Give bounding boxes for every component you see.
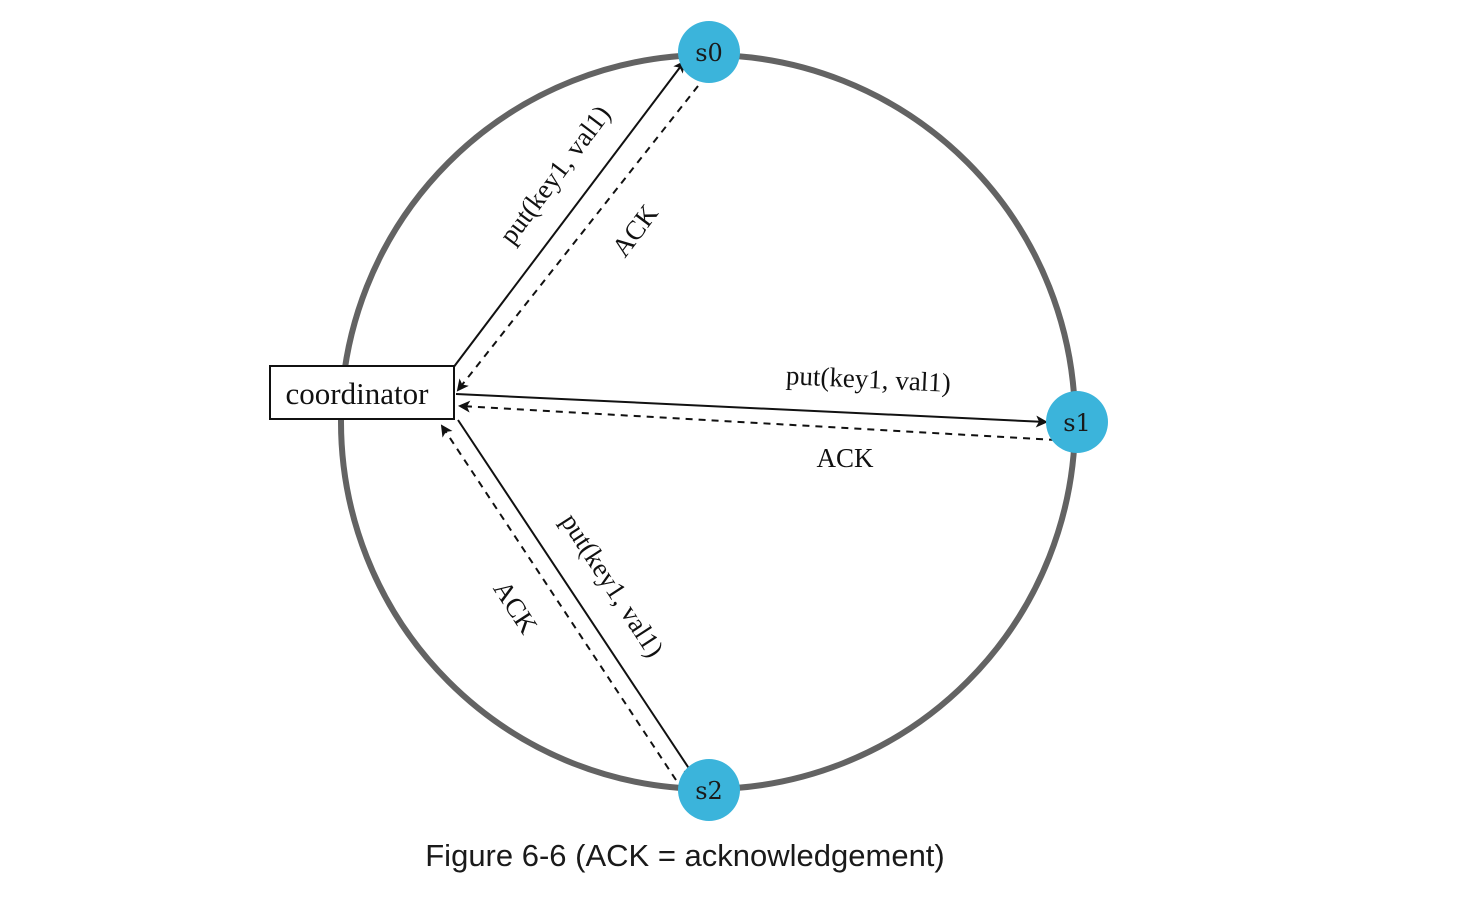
edge-label-ack-s0: ACK	[606, 198, 665, 262]
edge-ack-s1	[458, 400, 1057, 441]
server-label-s1: s1	[1063, 409, 1091, 437]
server-label-s0: s0	[695, 39, 723, 67]
server-node-s0: s0	[678, 21, 740, 83]
hash-ring	[338, 52, 1078, 792]
coordinator-box	[269, 365, 455, 420]
edge-put-s1	[455, 393, 1048, 428]
edge-label-put-s2: put(key1, val1)	[555, 508, 670, 663]
edge-put-s2	[457, 419, 696, 778]
edge-label-put-s1: put(key1, val1)	[785, 360, 951, 398]
server-node-s1: s1	[1046, 391, 1108, 453]
edge-label-ack-s1: ACK	[816, 443, 874, 473]
server-node-s2: s2	[678, 759, 740, 821]
coordinator-label: coordinator	[286, 376, 430, 411]
server-circle-s1	[1046, 391, 1108, 453]
server-circle-s0	[678, 21, 740, 83]
server-circle-s2	[678, 759, 740, 821]
edge-label-ack-s2: ACK	[487, 575, 543, 640]
edge-ack-s2	[440, 424, 677, 781]
server-label-s2: s2	[695, 777, 723, 805]
coordinator-node: coordinator	[269, 365, 455, 420]
edge-put-s0	[452, 60, 686, 369]
figure-caption: Figure 6-6 (ACK = acknowledgement)	[425, 838, 945, 873]
